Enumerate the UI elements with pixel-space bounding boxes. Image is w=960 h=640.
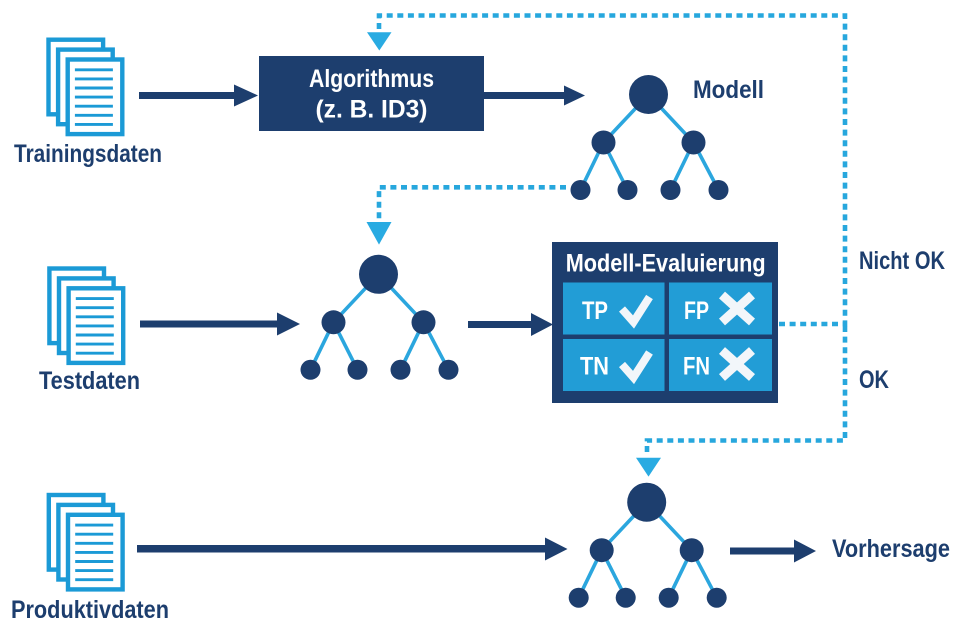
svg-text:(z. B. ID3): (z. B. ID3) <box>316 96 428 124</box>
svg-text:Nicht OK: Nicht OK <box>859 247 945 275</box>
svg-text:Trainingsdaten: Trainingsdaten <box>14 140 162 168</box>
svg-text:Testdaten: Testdaten <box>39 367 140 395</box>
svg-text:TN: TN <box>580 353 609 381</box>
svg-text:Produktivdaten: Produktivdaten <box>11 596 169 624</box>
svg-text:Modell-Evaluierung: Modell-Evaluierung <box>566 250 766 278</box>
svg-text:Vorhersage: Vorhersage <box>832 535 950 563</box>
svg-text:Algorithmus: Algorithmus <box>309 65 434 93</box>
svg-text:TP: TP <box>582 297 608 325</box>
svg-text:FP: FP <box>684 297 709 325</box>
svg-text:Modell: Modell <box>693 76 764 104</box>
svg-text:OK: OK <box>859 366 889 394</box>
svg-text:FN: FN <box>683 353 710 381</box>
